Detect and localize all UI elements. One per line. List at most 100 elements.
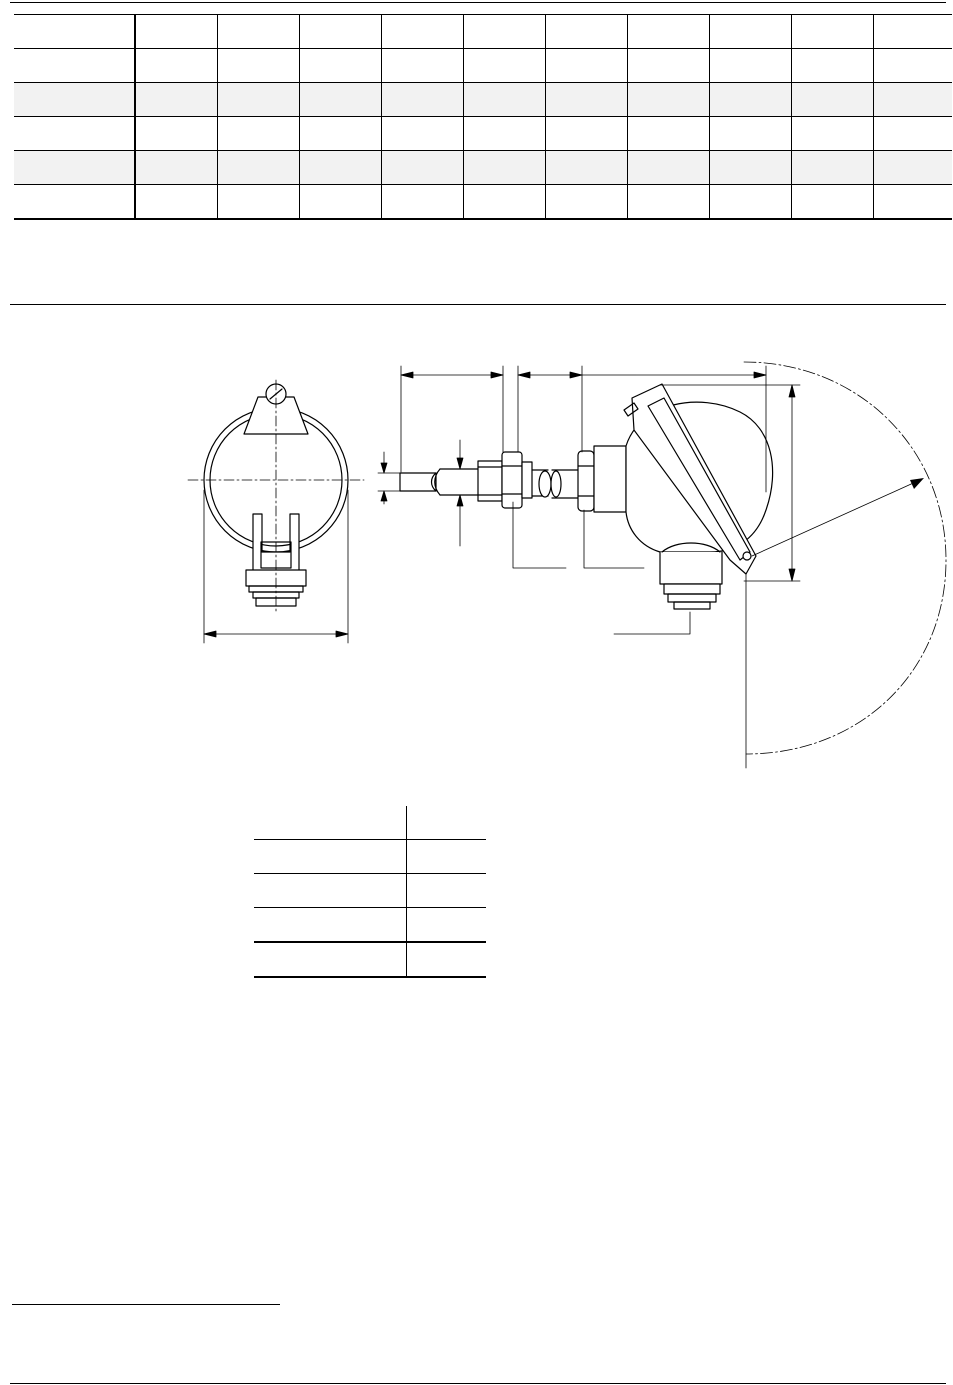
- spec-cell: [872, 48, 952, 83]
- side-cable-outlet: [659, 551, 723, 585]
- spec-cell: [708, 116, 791, 151]
- legend-cell: [254, 873, 407, 908]
- legend-cell: [254, 806, 407, 840]
- tube-tip: [399, 472, 437, 492]
- spec-cell: [790, 116, 873, 151]
- hex-nut: [501, 451, 523, 509]
- dimensions: [377, 365, 801, 635]
- spec-cell: [708, 82, 791, 117]
- side-gland-nut: [667, 593, 717, 603]
- spec-cell: [872, 82, 952, 117]
- legend-row: [254, 873, 486, 908]
- spec-cell: [626, 14, 709, 49]
- spec-cell: [790, 184, 873, 219]
- spec-row: [14, 150, 952, 185]
- spec-cell: [298, 48, 381, 83]
- spec-cell: [14, 82, 136, 117]
- spec-cell: [216, 150, 299, 185]
- spec-cell: [872, 150, 952, 185]
- spec-cell: [708, 184, 791, 219]
- spec-cell: [544, 82, 627, 117]
- spec-cell: [790, 82, 873, 117]
- spec-cell: [708, 14, 791, 49]
- spec-cell: [626, 150, 709, 185]
- footnote-rule: [12, 1304, 280, 1305]
- spec-cell: [872, 14, 952, 49]
- legend-cell: [406, 908, 486, 943]
- spec-cell: [135, 49, 217, 83]
- spec-cell: [544, 14, 627, 49]
- spec-cell: [216, 82, 299, 117]
- spec-cell: [14, 184, 136, 219]
- spec-row: [14, 48, 952, 83]
- spec-cell: [626, 184, 709, 219]
- spec-cell: [380, 82, 463, 117]
- spec-cell: [544, 48, 627, 83]
- spec-cell: [626, 82, 709, 117]
- legend-cell: [406, 840, 486, 874]
- legend-row: [254, 907, 486, 943]
- legend-cell: [254, 942, 407, 977]
- spec-cell: [626, 116, 709, 151]
- spec-cell: [135, 185, 217, 220]
- centerlines: [187, 379, 365, 613]
- cover-latch: [243, 396, 309, 435]
- neck-break: [538, 470, 552, 498]
- fitting-collar: [521, 461, 533, 499]
- hinge-pin-icon: [742, 551, 752, 561]
- spec-cell: [626, 48, 709, 83]
- side-gland-body: [663, 583, 721, 595]
- spec-cell: [380, 48, 463, 83]
- cover-screw: [623, 402, 639, 417]
- spec-cell: [216, 48, 299, 83]
- spec-cell: [216, 184, 299, 219]
- spec-cell: [544, 116, 627, 151]
- spec-row: [14, 116, 952, 151]
- spec-cell: [380, 150, 463, 185]
- spec-cell: [790, 14, 873, 49]
- legend-cell: [406, 942, 486, 977]
- spec-cell: [380, 184, 463, 219]
- spec-cell: [462, 48, 545, 83]
- legend-cell: [254, 907, 407, 942]
- spec-cell: [14, 116, 136, 151]
- spec-cell: [298, 116, 381, 151]
- spec-cell: [380, 116, 463, 151]
- spec-cell: [462, 14, 545, 49]
- spec-cell: [298, 82, 381, 117]
- tube-break: [430, 472, 437, 492]
- head-neck: [593, 445, 627, 513]
- spec-cell: [462, 116, 545, 151]
- spec-cell: [216, 14, 299, 49]
- spec-cell: [544, 184, 627, 219]
- extension-tube: [551, 469, 579, 499]
- outlet-curve: [661, 542, 721, 553]
- spec-cell: [872, 184, 952, 219]
- cover-swing-arc: [743, 361, 947, 755]
- side-gland-cap: [673, 601, 711, 610]
- thermometer-drawing: [187, 361, 947, 769]
- spec-cell: [790, 48, 873, 83]
- width-dimension: [203, 489, 349, 644]
- spec-cell: [462, 184, 545, 219]
- swing-radius-line: [751, 479, 921, 557]
- spec-cell: [790, 150, 873, 185]
- legend-cell: [406, 806, 486, 840]
- legend-cell: [254, 839, 407, 874]
- spec-cell: [462, 150, 545, 185]
- spec-cell: [135, 15, 217, 49]
- spec-cell: [135, 117, 217, 151]
- thread-fitting: [477, 460, 503, 502]
- spec-row: [14, 184, 952, 220]
- legend-row: [254, 942, 486, 977]
- head-front-view: [187, 379, 365, 644]
- spec-cell: [298, 14, 381, 49]
- spec-cell: [14, 48, 136, 83]
- spec-row: [14, 82, 952, 117]
- spec-cell: [380, 14, 463, 49]
- spec-cell: [544, 150, 627, 185]
- spec-cell: [14, 150, 136, 185]
- spec-cell: [708, 48, 791, 83]
- thermometer-side-view: [399, 383, 774, 610]
- spec-cell: [872, 116, 952, 151]
